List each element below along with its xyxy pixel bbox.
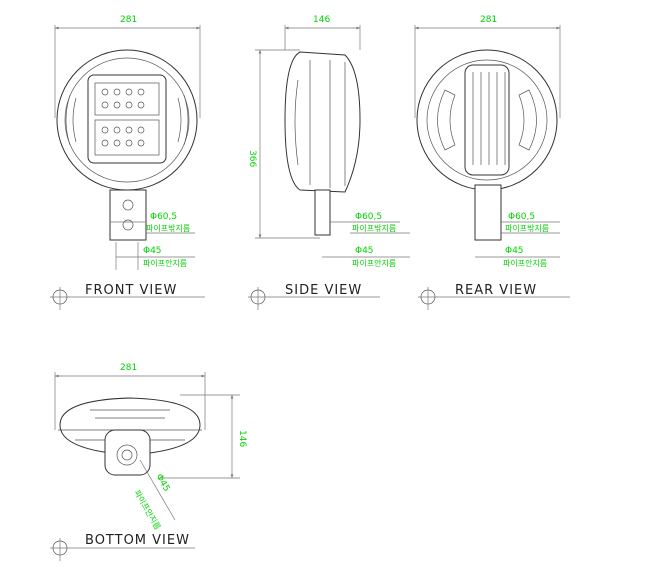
rear-inner-label: 파이프안지름 (503, 258, 547, 268)
bottom-width-dim: 281 (120, 363, 137, 373)
side-inner-label: 파이프안지름 (352, 258, 396, 268)
bottom-height-dim: 146 (237, 430, 247, 447)
front-width-dim: 281 (120, 15, 137, 25)
side-height-dim: 366 (247, 150, 257, 167)
front-view-title: FRONT VIEW (85, 283, 177, 298)
rear-view-title: REAR VIEW (455, 283, 537, 298)
rear-view: 281 Φ60,5 파이프밖지름 Φ45 파이프안지름 REAR VIEW (414, 15, 570, 310)
side-outer-dia: Φ60,5 (355, 212, 382, 222)
bottom-inner-label: 파이프안지름 (132, 488, 163, 531)
side-view: 146 366 Φ60,5 파이프밖지름 Φ45 파이프안지름 SIDE VIE… (247, 15, 410, 310)
bottom-view-title: BOTTOM VIEW (85, 533, 190, 548)
side-outer-label: 파이프밖지름 (352, 223, 396, 233)
side-view-title: SIDE VIEW (285, 283, 362, 298)
bottom-inner-dia: Φ45 (153, 473, 171, 494)
front-outer-dia: Φ60,5 (150, 212, 177, 222)
bottom-view: 281 146 Φ45 파이프안지름 BOTTOM VIEW (50, 363, 247, 561)
front-view: 281 Φ60,5 파이프밖지름 Φ45 파이프안지름 FRONT VIEW (50, 15, 205, 310)
rear-inner-dia: Φ45 (505, 246, 524, 256)
front-inner-dia: Φ45 (143, 246, 162, 256)
side-inner-dia: Φ45 (355, 246, 374, 256)
rear-outer-label: 파이프밖지름 (505, 223, 549, 233)
rear-outer-dia: Φ60,5 (508, 212, 535, 222)
front-outer-label: 파이프밖지름 (146, 223, 190, 233)
front-inner-label: 파이프안지름 (143, 258, 187, 268)
side-width-dim: 146 (313, 15, 330, 25)
rear-width-dim: 281 (480, 15, 497, 25)
